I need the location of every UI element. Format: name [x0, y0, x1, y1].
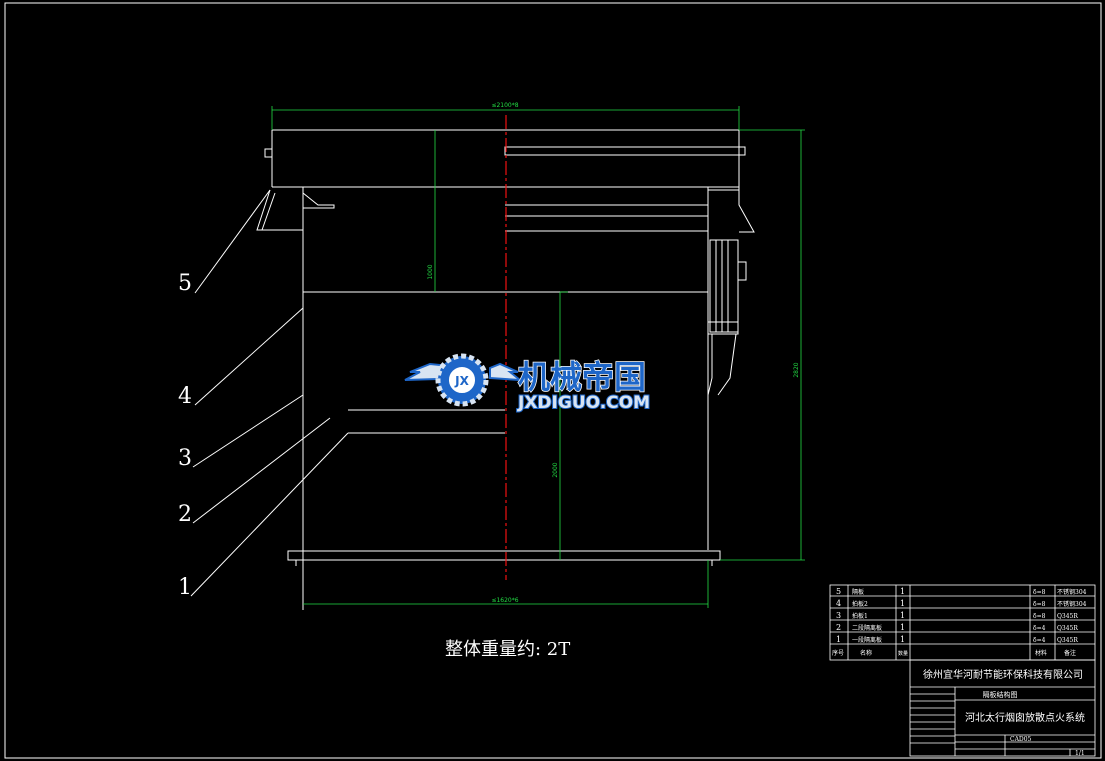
row3-material: Q345R: [1057, 613, 1078, 620]
dim-bottom-width: ≤1620*6: [491, 597, 518, 604]
part-label-1: 1: [178, 575, 192, 600]
parts-table: 5 隔板 1 δ=8 不锈钢304 4 拍板2 1 δ=8 不锈钢304 3 拍…: [829, 584, 1096, 661]
company-name: 徐州宜华河耐节能环保科技有限公司: [923, 668, 1083, 681]
wing-right-icon: [489, 362, 524, 382]
row3-no: 3: [836, 611, 841, 620]
drawing-code: CAD05: [1010, 736, 1032, 743]
row1-no: 1: [836, 635, 841, 644]
header-name: 名称: [860, 649, 872, 657]
dim-top-width: ≤2100*8: [491, 102, 518, 109]
row3-qty: 1: [900, 611, 905, 620]
dim-upper-height: 1000: [427, 264, 434, 279]
dim-total-height: 2820: [793, 362, 800, 377]
row3-spec: δ=8: [1033, 613, 1046, 620]
row5-qty: 1: [900, 587, 905, 596]
row5-spec: δ=8: [1033, 589, 1046, 596]
header-qty: 数量: [898, 650, 908, 657]
header-no: 序号: [832, 649, 844, 657]
part-label-5: 5: [178, 271, 192, 296]
row1-material: Q345R: [1057, 637, 1078, 644]
watermark-cn: 机械帝国: [518, 358, 646, 396]
equipment-outline: [190, 129, 755, 610]
dim-lower-height: 2000: [552, 462, 559, 477]
row2-qty: 1: [900, 623, 905, 632]
watermark-badge: JX: [454, 374, 469, 388]
part-label-2: 2: [178, 502, 192, 527]
dimension-lines: [271, 106, 805, 608]
part-label-3: 3: [178, 446, 192, 471]
row2-no: 2: [836, 623, 841, 632]
row2-spec: δ=4: [1033, 625, 1046, 632]
header-note: 备注: [1064, 649, 1076, 657]
row5-no: 5: [836, 587, 841, 596]
drawing-frame: [4, 2, 1102, 759]
row1-spec: δ=4: [1033, 637, 1046, 644]
watermark-logo: JX 机械帝国 JXDIGUO.COM: [404, 353, 651, 414]
row5-material: 不锈钢304: [1057, 588, 1087, 596]
row2-material: Q345R: [1057, 625, 1078, 632]
header-material: 材料: [1035, 649, 1047, 657]
weight-note: 整体重量约: 2T: [445, 639, 570, 660]
row5-name: 隔板: [852, 588, 864, 596]
row4-material: 不锈钢304: [1057, 600, 1087, 608]
title-block: 徐州宜华河耐节能环保科技有限公司 隔板结构图 河北太行烟囱放散点火系统 CAD0…: [909, 659, 1096, 757]
project-name: 河北太行烟囱放散点火系统: [965, 711, 1085, 724]
sheet-number: 1/1: [1075, 750, 1085, 757]
row4-no: 4: [836, 599, 841, 608]
row4-qty: 1: [900, 599, 905, 608]
row3-name: 拍板1: [852, 612, 868, 620]
watermark-en: JXDIGUO.COM: [517, 393, 650, 413]
part-label-4: 4: [178, 384, 192, 409]
drawing-name: 隔板结构图: [983, 690, 1018, 699]
row1-name: 一段隔离板: [852, 636, 882, 644]
row2-name: 二段隔离板: [852, 624, 882, 632]
row1-qty: 1: [900, 635, 905, 644]
row4-name: 拍板2: [852, 600, 868, 608]
row4-spec: δ=8: [1033, 601, 1046, 608]
